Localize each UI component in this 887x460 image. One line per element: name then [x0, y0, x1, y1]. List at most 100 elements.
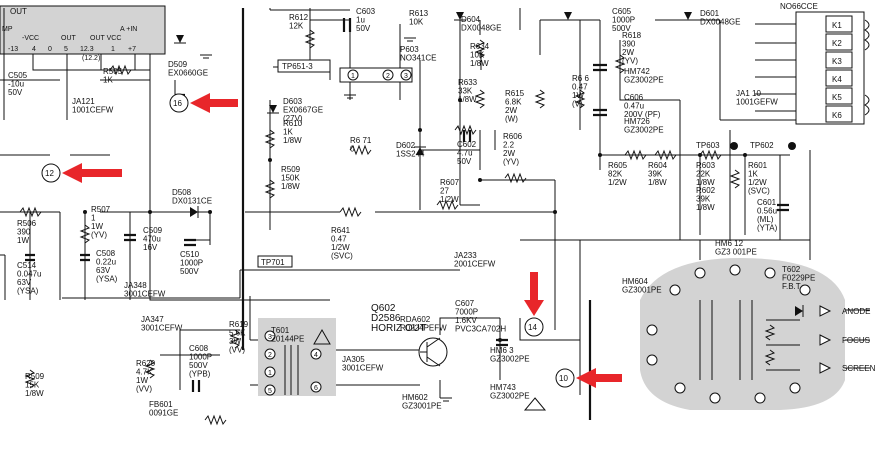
label-r603-line: 1/8W [696, 178, 715, 187]
label-c514-line: C514 [17, 261, 37, 270]
label-r610-line: 1K [283, 128, 293, 137]
label-c603-line: 50V [356, 24, 371, 33]
label-c607-line: PVC3CA702H [455, 325, 506, 334]
relay-key-3: K4 [832, 75, 842, 84]
label-r619-line: 3W [229, 337, 241, 346]
ic-pin-bottom-6: 1 [111, 46, 115, 53]
label-c602-line: 4.7u [457, 149, 473, 158]
label-hm743-line: HM743 [490, 383, 516, 392]
label-r507-line: 1W [91, 222, 103, 231]
label-t601-line: Z0144PE [271, 335, 304, 344]
label-r619-line: (VV) [229, 346, 245, 355]
label-r506-line: 390 [17, 228, 31, 237]
label-r607-line: R607 [440, 178, 460, 187]
label-c508-line: C508 [96, 249, 116, 258]
label-hm602-line: HM602 [402, 393, 428, 402]
fbt-output-focus: FOCUS [842, 336, 870, 345]
label-c505-line: 50V [8, 88, 23, 97]
label-c510-line: C510 [180, 250, 200, 259]
label-r605-line: 1/2W [608, 178, 627, 187]
label-ja348-line: 3001CEFW [124, 290, 166, 299]
label-r6x-line: 1W [572, 91, 584, 100]
svg-text:2: 2 [386, 73, 390, 80]
red-arrow-12 [62, 163, 122, 183]
label-r509b-line: R509 [25, 372, 45, 381]
label-d602-line: D602 [396, 141, 416, 150]
label-fb601-line: 0091GE [149, 409, 178, 418]
label-r605-line: 82K [608, 170, 623, 179]
ic-pin-top-2: OUT [61, 35, 77, 42]
label-c602-line: 50V [457, 157, 472, 166]
label-r618-line: 390 [622, 40, 636, 49]
label-hm612-line: HM6 12 [715, 239, 744, 248]
label-hm63-line: GZ3002PE [490, 355, 530, 364]
svg-text:14: 14 [528, 323, 537, 332]
relay-key-5: K6 [832, 111, 842, 120]
label-r615-line: 6.8K [505, 98, 522, 107]
relay-key-4: K5 [832, 93, 842, 102]
svg-text:16: 16 [173, 99, 182, 108]
label-d601-line: D601 [700, 9, 720, 18]
label-rda602-line: R0224PEFW [400, 324, 447, 333]
label-c608-line: (YPB) [189, 370, 211, 379]
label-r509-line: 1/8W [281, 182, 300, 191]
marker-10: 10 [555, 368, 622, 388]
label-c602-line: C602 [457, 140, 477, 149]
label-r634-line: R634 [470, 42, 490, 51]
fbt-output-anode: ANODE [842, 307, 870, 316]
ic-pin-bottom-4: 12.3 [80, 46, 94, 53]
label-ja233-line: JA233 [454, 251, 477, 260]
label-hm726-line: HM726 [624, 117, 650, 126]
label-r607-line: 27 [440, 187, 449, 196]
label-ja348-line: JA348 [124, 281, 147, 290]
label-r6x-line: (V) [572, 100, 583, 109]
label-r509b-line: 1/8W [25, 389, 44, 398]
svg-text:5: 5 [268, 388, 272, 395]
label-r641-line: 1/2W [331, 243, 350, 252]
ic-pin-bottom-2: 0 [48, 46, 52, 53]
svg-text:TP651-3: TP651-3 [282, 62, 313, 71]
label-ja305-line: JA305 [342, 355, 365, 364]
tp602-label: TP602 [750, 141, 774, 150]
label-ja110-line: 1001GEFW [736, 98, 778, 107]
label-p603-line: NO341CE [400, 54, 436, 63]
svg-text:12: 12 [45, 169, 54, 178]
label-r602-line: R602 [696, 186, 716, 195]
label-r606-line: (YV) [503, 158, 519, 167]
label-q602-line: Q602 [371, 303, 396, 314]
svg-text:6: 6 [314, 385, 318, 392]
label-d509-line: D509 [168, 60, 188, 69]
label-r507-line: (YV) [91, 231, 107, 240]
label-c601-line: 0.56u [757, 207, 777, 216]
label-t602-line: F.B.T [782, 282, 801, 291]
tp651-3: TP651-3 [277, 59, 331, 73]
label-r634-line: 10K [470, 51, 485, 60]
label-r509-line: 150K [281, 174, 300, 183]
label-d603-line: EX0667GE [283, 106, 323, 115]
label-r601-line: (SVC) [748, 187, 770, 196]
label-ja121-line: 1001CEFW [72, 106, 114, 115]
label-r612-line: R612 [289, 13, 309, 22]
label-c607-line: 7000P [455, 308, 478, 317]
label-r509b-line: 15K [25, 381, 40, 390]
label-c509-line: C509 [143, 226, 163, 235]
relay-block-name: NO66CCE [780, 2, 818, 11]
junction-dots [83, 98, 747, 342]
